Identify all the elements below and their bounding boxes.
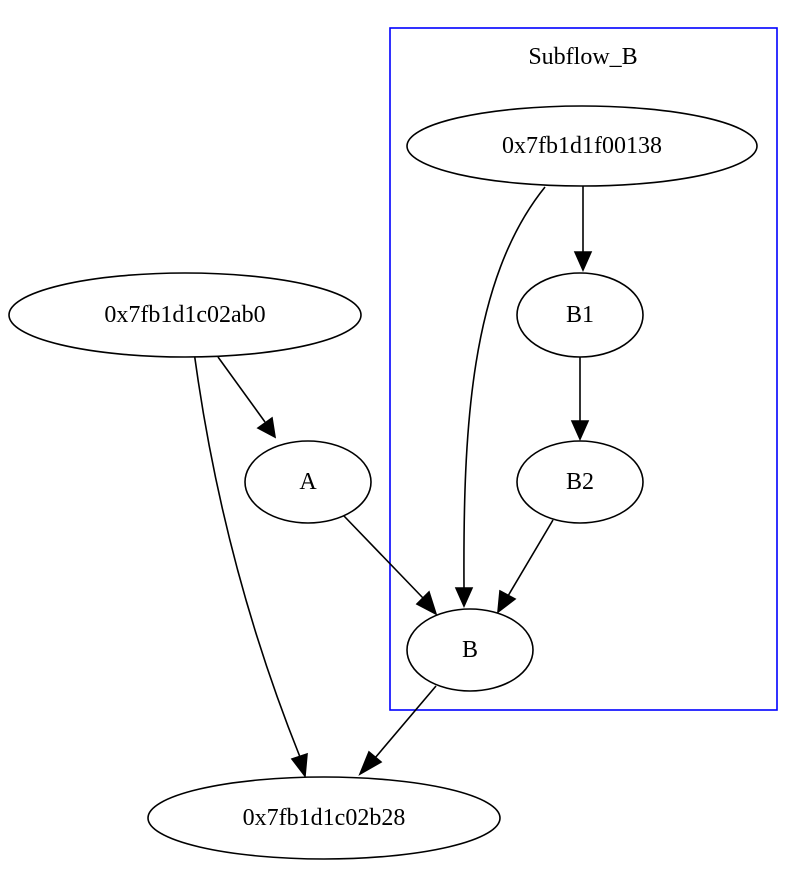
node-label: 0x7fb1d1c02ab0 [104,302,265,328]
edge-b2-to-b [497,519,554,614]
node-label: 0x7fb1d1f00138 [502,133,662,159]
node-0x7fb1d1c02ab0: 0x7fb1d1c02ab0 [8,272,362,358]
node-b: B [406,608,534,692]
edge-0x7fb1d1f00138-to-b [454,186,546,608]
edges [191,185,593,779]
node-b2: B2 [516,440,644,524]
node-label: B1 [566,302,594,328]
node-0x7fb1d1c02b28: 0x7fb1d1c02b28 [147,776,501,860]
node-a: A [244,440,372,524]
edge-b1-to-b2 [570,357,590,441]
node-label: 0x7fb1d1c02b28 [243,805,406,831]
edge-0x7fb1d1f00138-to-b1 [573,185,593,272]
edge-b-to-0x7fb1d1c02b28 [358,685,437,776]
node-label: B2 [566,469,594,495]
node-label: B [462,637,478,663]
cluster-label: Subflow_B [528,44,637,70]
node-b1: B1 [516,272,644,358]
node-0x7fb1d1f00138: 0x7fb1d1f00138 [406,105,758,187]
node-label: A [299,469,317,495]
edge-0x7fb1d1c02ab0-to-0x7fb1d1c02b28 [191,335,308,779]
cluster-border [389,27,778,711]
cluster-subflow-b: Subflow_B [389,27,778,711]
edge-0x7fb1d1c02ab0-to-a [217,356,277,439]
edge-a-to-b [343,515,438,616]
